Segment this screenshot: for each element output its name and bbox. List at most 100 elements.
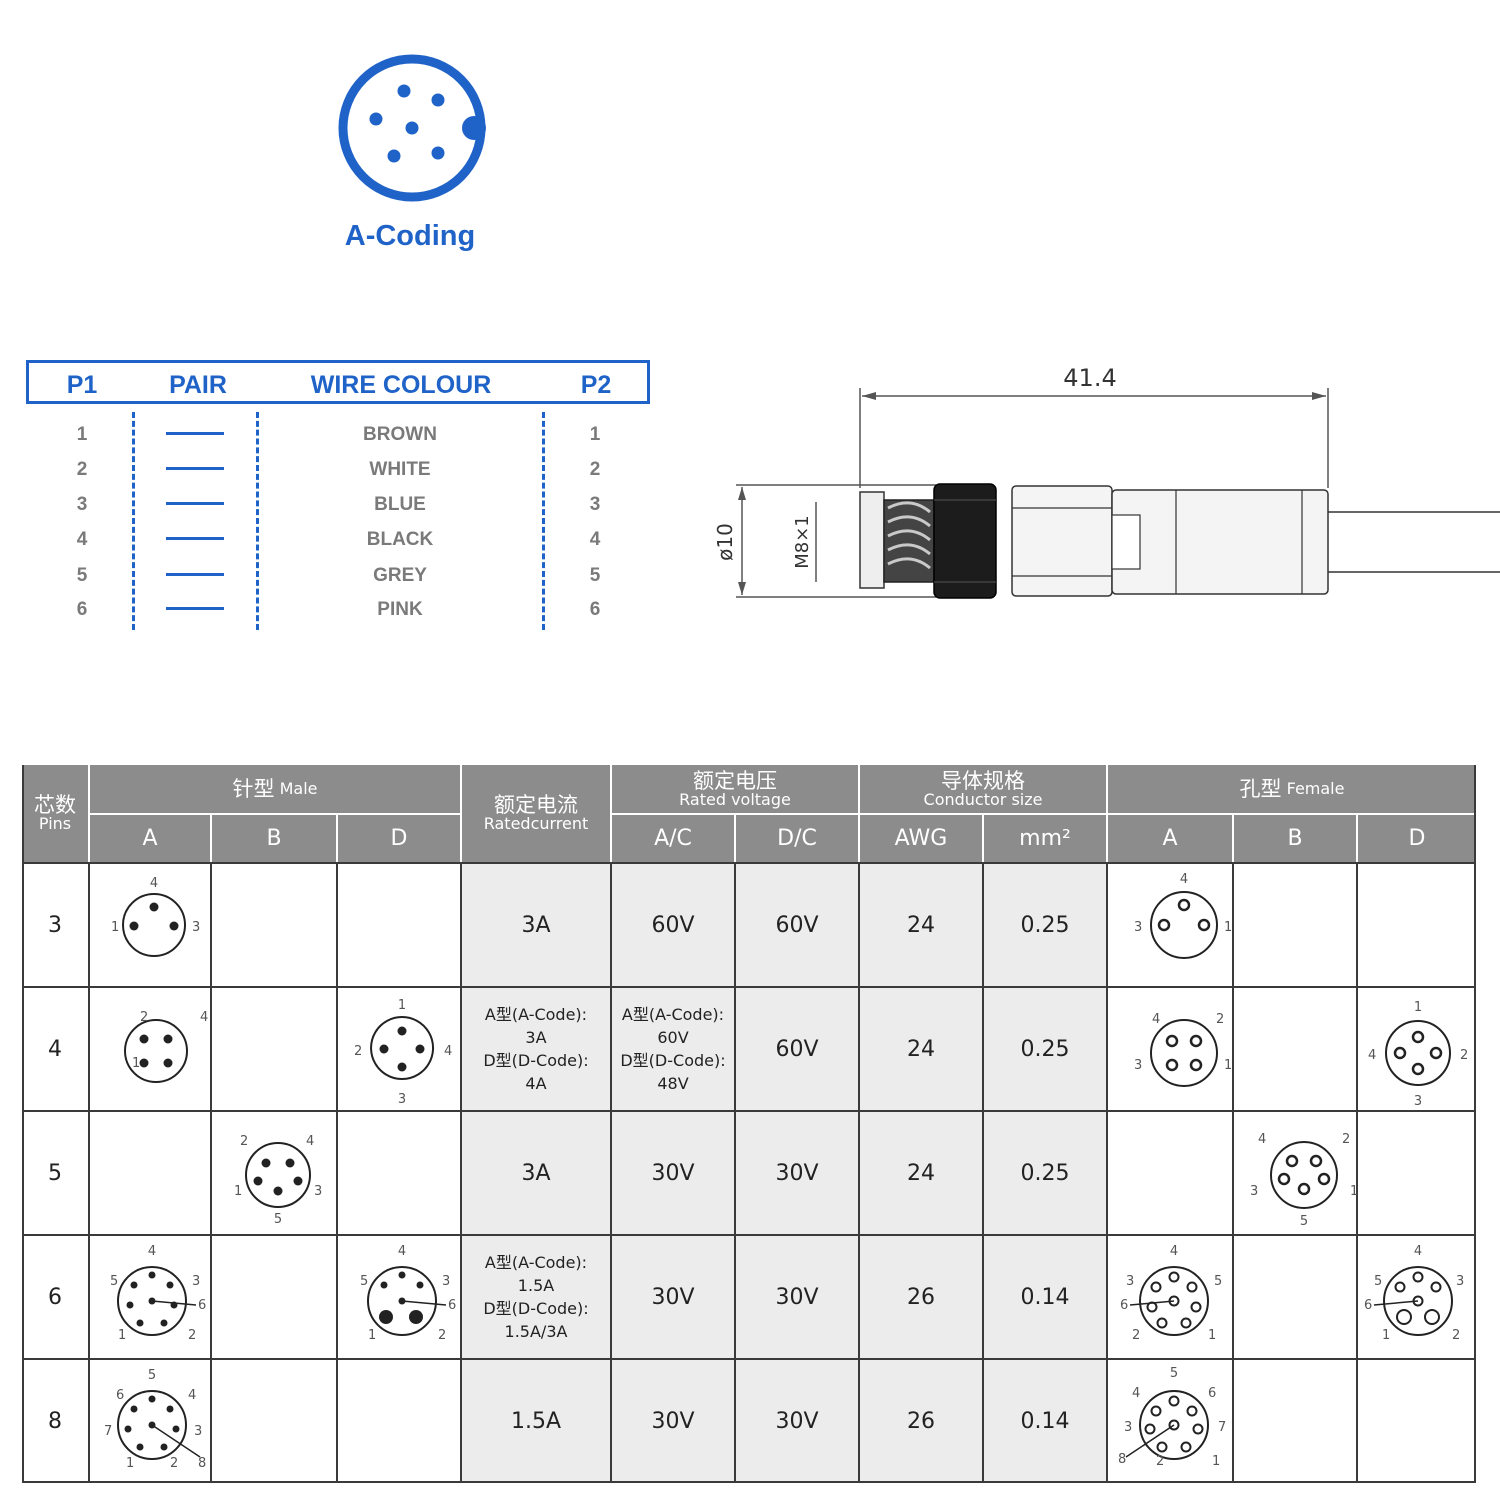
header-p1: P1 [66, 371, 98, 399]
cell-awg: 26 [860, 1236, 982, 1358]
grid-line [610, 862, 612, 1483]
coding-label: A-Coding [344, 220, 476, 252]
cell-mm2: 0.25 [984, 988, 1106, 1110]
wire-colour: GREY [373, 565, 427, 586]
svg-text:4: 4 [1414, 1244, 1422, 1259]
svg-text:2: 2 [1216, 1012, 1224, 1027]
header-separator [210, 815, 212, 862]
diameter-dimension: ø10 [713, 523, 737, 561]
length-dimension: 41.4 [1063, 364, 1116, 392]
header-separator [982, 815, 984, 862]
cell-dc: 30V [736, 1360, 858, 1482]
cell-dc: 30V [736, 1112, 858, 1234]
svg-text:4: 4 [150, 876, 158, 891]
header-dc: D/C [736, 815, 858, 862]
header-female-a: A [1108, 815, 1232, 862]
grid-line [1106, 862, 1108, 1483]
cell-pins: 6 [48, 1284, 62, 1310]
header-separator [1108, 813, 1474, 815]
header-male-a: A [90, 815, 210, 862]
svg-text:1: 1 [111, 920, 119, 935]
header-awg: AWG [860, 815, 982, 862]
wire-p2: 1 [589, 424, 601, 445]
header-pair: PAIR [169, 371, 227, 399]
wire-p2: 5 [589, 565, 601, 586]
header-male-d: D [338, 815, 460, 862]
wire-colour: BLACK [366, 529, 434, 550]
wire-colour: WHITE [369, 459, 431, 480]
cell-dc: 60V [736, 988, 858, 1110]
svg-text:4: 4 [1132, 1386, 1140, 1401]
grid-line [22, 986, 1476, 988]
svg-text:3: 3 [1134, 920, 1142, 935]
svg-text:1: 1 [126, 1456, 134, 1471]
header-separator [1356, 815, 1358, 862]
wire-p2: 4 [589, 529, 601, 550]
cell-awg: 24 [860, 988, 982, 1110]
svg-text:6: 6 [116, 1388, 124, 1403]
svg-text:1: 1 [132, 1056, 140, 1071]
wire-p1: 1 [76, 424, 88, 445]
svg-text:3: 3 [1124, 1420, 1132, 1435]
header-separator [336, 815, 338, 862]
cell-pins: 4 [48, 1036, 62, 1062]
svg-text:5: 5 [1170, 1366, 1178, 1381]
header-female-b: B [1234, 815, 1356, 862]
svg-text:2: 2 [1452, 1328, 1460, 1343]
svg-text:6: 6 [1208, 1386, 1216, 1401]
cell-dc: 60V [736, 864, 858, 986]
svg-text:4: 4 [306, 1134, 314, 1149]
male-4pin-a-coding-icon: 24 13 [124, 1010, 208, 1083]
svg-text:5: 5 [1214, 1274, 1222, 1289]
svg-text:1: 1 [1224, 1058, 1232, 1073]
wire-p1: 2 [76, 459, 88, 480]
wire-colour: PINK [377, 599, 423, 620]
grid-line [22, 1110, 1476, 1112]
svg-text:4: 4 [1258, 1132, 1266, 1147]
header-separator [90, 813, 460, 815]
header-separator [734, 815, 736, 862]
grid-line [982, 862, 984, 1483]
cell-ac: 30V [612, 1360, 734, 1482]
wire-p2: 3 [589, 494, 601, 515]
wire-p1: 6 [76, 599, 88, 620]
cell-pins: 8 [48, 1408, 62, 1434]
svg-text:2: 2 [170, 1456, 178, 1471]
wire-p1: 3 [76, 494, 88, 515]
svg-text:3: 3 [398, 1092, 406, 1105]
svg-text:3: 3 [442, 1274, 450, 1289]
svg-text:1: 1 [368, 1328, 376, 1343]
svg-text:4: 4 [398, 1244, 406, 1259]
cell-mm2: 0.14 [984, 1360, 1106, 1482]
cell-mm2: 0.14 [984, 1236, 1106, 1358]
svg-text:1: 1 [1382, 1328, 1390, 1343]
wire-colour: BROWN [363, 424, 437, 445]
pair-line [166, 502, 224, 505]
cell-pins: 5 [48, 1160, 62, 1186]
grid-line [460, 862, 462, 1483]
grid-line [22, 1481, 1476, 1483]
svg-text:5: 5 [360, 1274, 368, 1289]
svg-text:2: 2 [1342, 1132, 1350, 1147]
svg-text:3: 3 [192, 920, 200, 935]
header-male-b: B [212, 815, 336, 862]
header-separator [610, 765, 612, 862]
svg-text:6: 6 [198, 1298, 206, 1313]
grid-line [22, 765, 24, 1483]
divider [542, 412, 545, 630]
grid-line [22, 862, 1476, 864]
thread-dimension: M8×1 [792, 515, 813, 569]
wire-p1: 4 [76, 529, 88, 550]
header-ac: A/C [612, 815, 734, 862]
svg-text:2: 2 [1156, 1454, 1164, 1469]
